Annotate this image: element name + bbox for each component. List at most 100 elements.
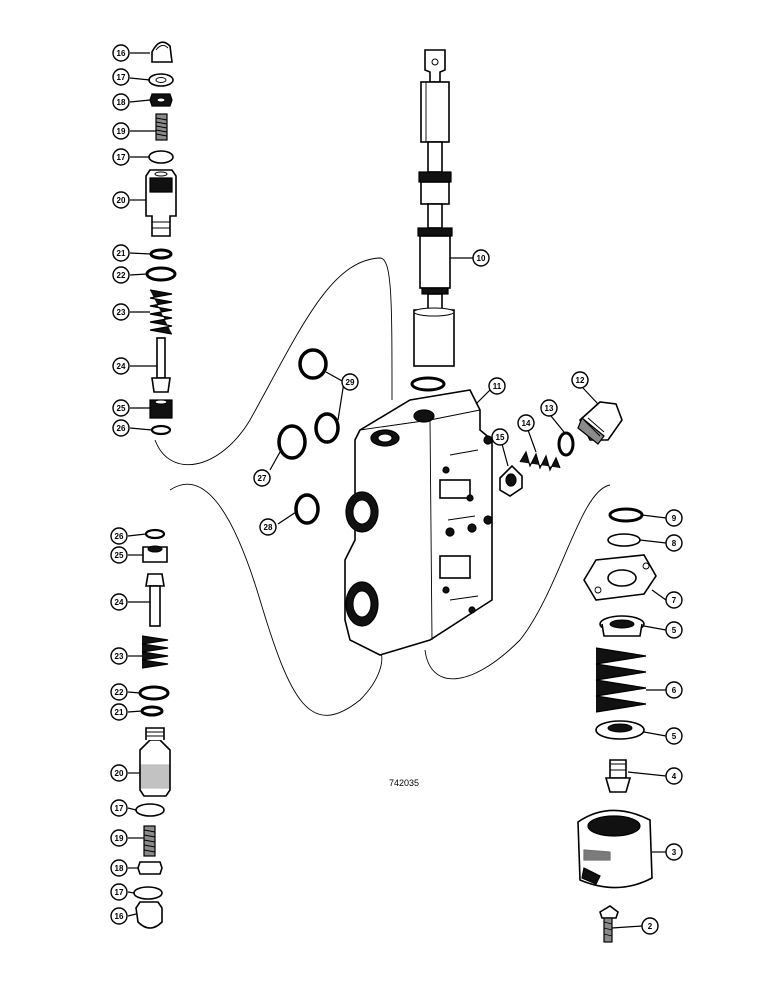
callout-circle xyxy=(110,799,128,817)
callout-c2: 2 xyxy=(641,917,659,935)
callout-c23a: 23 xyxy=(112,303,130,321)
washer-17-top xyxy=(148,73,174,87)
callout-label: 18 xyxy=(115,864,124,873)
callout-c26a: 26 xyxy=(112,419,130,437)
left-top-relief-valve-stack xyxy=(145,41,177,436)
callout-label: 18 xyxy=(117,98,126,107)
guide-lines xyxy=(154,257,611,716)
o-ring-21-top xyxy=(149,248,173,260)
callout-circle xyxy=(110,829,128,847)
callout-label: 7 xyxy=(672,596,677,605)
cap-nut-16-bottom xyxy=(135,901,163,929)
callout-label: 25 xyxy=(117,404,126,413)
callout-c29: 29 xyxy=(341,373,359,391)
callout-circle xyxy=(517,414,535,432)
callout-c20b: 20 xyxy=(110,764,128,782)
callout-label: 17 xyxy=(117,73,126,82)
callout-c20a: 20 xyxy=(112,191,130,209)
callout-circle xyxy=(110,546,128,564)
callout-circle xyxy=(110,593,128,611)
callout-c15: 15 xyxy=(491,428,509,446)
leader-lines xyxy=(127,52,667,929)
callout-circle xyxy=(110,703,128,721)
o-ring-13 xyxy=(557,431,575,457)
callout-c3: 3 xyxy=(665,843,683,861)
callout-label: 5 xyxy=(672,626,677,635)
callout-circle xyxy=(641,917,659,935)
callout-c14: 14 xyxy=(517,414,535,432)
callout-label: 22 xyxy=(117,271,126,280)
callout-c8: 8 xyxy=(665,534,683,552)
callout-c11: 11 xyxy=(488,377,506,395)
callout-c17a: 17 xyxy=(112,68,130,86)
callout-circle xyxy=(112,122,130,140)
callout-label: 24 xyxy=(117,362,126,371)
callout-c5a: 5 xyxy=(665,621,683,639)
callout-label: 20 xyxy=(117,196,126,205)
callout-circle xyxy=(253,469,271,487)
callout-circle xyxy=(112,68,130,86)
callout-c19a: 19 xyxy=(112,122,130,140)
valve-section-housing xyxy=(344,389,493,656)
callout-label: 21 xyxy=(115,708,124,717)
housing-body xyxy=(344,389,493,656)
poppet-24-top xyxy=(156,337,166,379)
callout-circle xyxy=(112,148,130,166)
callout-c26b: 26 xyxy=(110,527,128,545)
spring-14 xyxy=(519,450,561,472)
o-ring-28 xyxy=(294,493,320,525)
callout-label: 26 xyxy=(117,424,126,433)
callout-circle xyxy=(110,527,128,545)
o-ring-26-top xyxy=(150,424,172,436)
valve-spool-assembly xyxy=(410,49,455,392)
callout-label: 25 xyxy=(115,551,124,560)
callout-label: 6 xyxy=(672,686,677,695)
callout-circle xyxy=(491,428,509,446)
callout-c17d: 17 xyxy=(110,883,128,901)
callout-c24b: 24 xyxy=(110,593,128,611)
callout-c24a: 24 xyxy=(112,357,130,375)
spool-upper-section xyxy=(420,81,450,143)
callout-label: 15 xyxy=(496,433,505,442)
callout-c13: 13 xyxy=(540,399,558,417)
backup-ring-22-bottom xyxy=(138,685,170,701)
callout-circle xyxy=(665,621,683,639)
callout-label: 13 xyxy=(545,404,554,413)
callout-c7: 7 xyxy=(665,591,683,609)
callout-c21b: 21 xyxy=(110,703,128,721)
callout-label: 10 xyxy=(477,254,486,263)
callout-c28: 28 xyxy=(259,518,277,536)
callout-c17c: 17 xyxy=(110,799,128,817)
spring-23-bottom xyxy=(141,635,169,669)
callout-c17b: 17 xyxy=(112,148,130,166)
callout-label: 27 xyxy=(258,474,267,483)
callout-label: 28 xyxy=(264,523,273,532)
callout-label: 23 xyxy=(117,308,126,317)
callout-circle xyxy=(488,377,506,395)
centering-spring-6 xyxy=(595,647,647,713)
check-valve-parts xyxy=(499,401,623,497)
callout-c25b: 25 xyxy=(110,546,128,564)
callout-label: 19 xyxy=(117,127,126,136)
callout-c16a: 16 xyxy=(112,44,130,62)
callout-label: 17 xyxy=(115,804,124,813)
callout-circle xyxy=(112,419,130,437)
spool-clevis-end xyxy=(424,49,446,83)
callout-circle xyxy=(110,764,128,782)
o-ring-29-a xyxy=(298,348,328,380)
callout-c23b: 23 xyxy=(110,647,128,665)
callout-label: 21 xyxy=(117,249,126,258)
bolt-4 xyxy=(609,759,627,779)
figure-number: 742035 xyxy=(389,778,419,788)
callout-circle xyxy=(341,373,359,391)
callout-c25a: 25 xyxy=(112,399,130,417)
callout-c19b: 19 xyxy=(110,829,128,847)
callout-label: 12 xyxy=(576,376,585,385)
o-ring-27 xyxy=(277,424,307,460)
callout-c27: 27 xyxy=(253,469,271,487)
callout-c4: 4 xyxy=(665,767,683,785)
callout-circle xyxy=(665,534,683,552)
callout-circle xyxy=(112,244,130,262)
callout-c12: 12 xyxy=(571,371,589,389)
callout-circle xyxy=(665,767,683,785)
